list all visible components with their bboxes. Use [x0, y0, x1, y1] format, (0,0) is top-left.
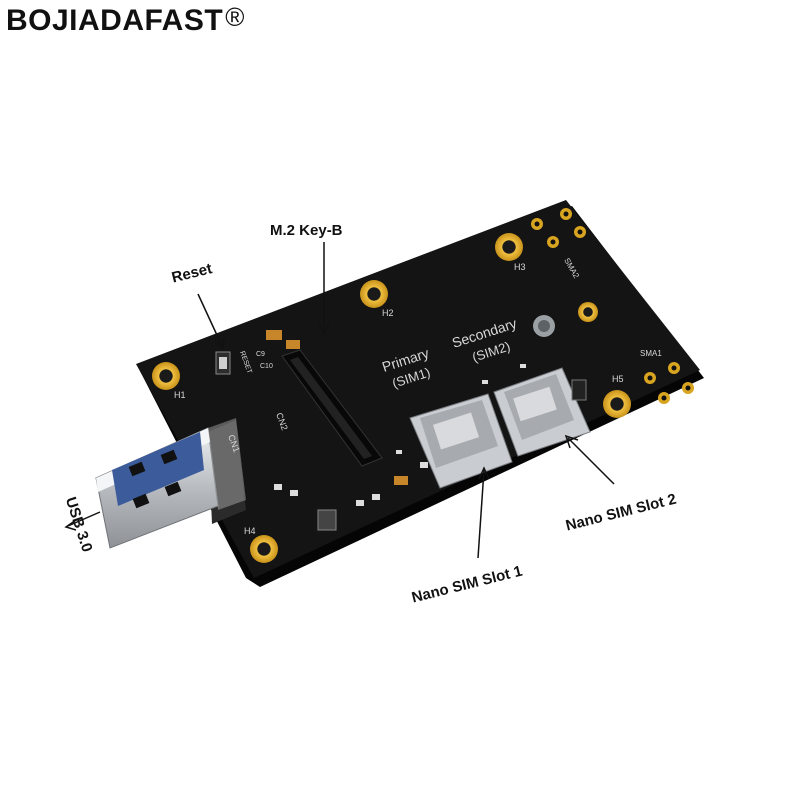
sim-slot-2 — [493, 367, 591, 457]
sim-slot-1 — [409, 393, 513, 489]
m2-slot — [281, 349, 383, 467]
silk-h3: H3 — [514, 262, 526, 272]
silk-h5: H5 — [612, 374, 624, 384]
callout-arrows — [64, 242, 615, 559]
registered-mark: ® — [225, 2, 245, 32]
callout-m2: M.2 Key-B — [270, 222, 343, 239]
arrow-sim2 — [567, 437, 615, 485]
arrow-sim1 — [477, 469, 485, 559]
sma2-pads — [531, 208, 586, 248]
reset-button — [215, 351, 231, 375]
pcb-board — [136, 200, 700, 578]
silk-sma1: SMA1 — [640, 349, 662, 358]
mounting-holes — [152, 233, 631, 563]
usb-connector — [95, 418, 246, 549]
smd-components — [266, 330, 587, 531]
sma1-pads — [644, 362, 694, 404]
standoff-screw — [533, 315, 555, 337]
silk-h2: H2 — [382, 308, 394, 318]
arrow-reset — [197, 293, 223, 347]
silk-h1: H1 — [174, 390, 186, 400]
brand-logo: BOJIADAFAST® — [6, 2, 245, 38]
arrow-usb — [67, 511, 101, 527]
brand-name: BOJIADAFAST — [6, 4, 224, 37]
silk-c10: C10 — [260, 363, 273, 370]
silk-h4: H4 — [244, 526, 256, 536]
silk-c9: C9 — [256, 351, 265, 358]
